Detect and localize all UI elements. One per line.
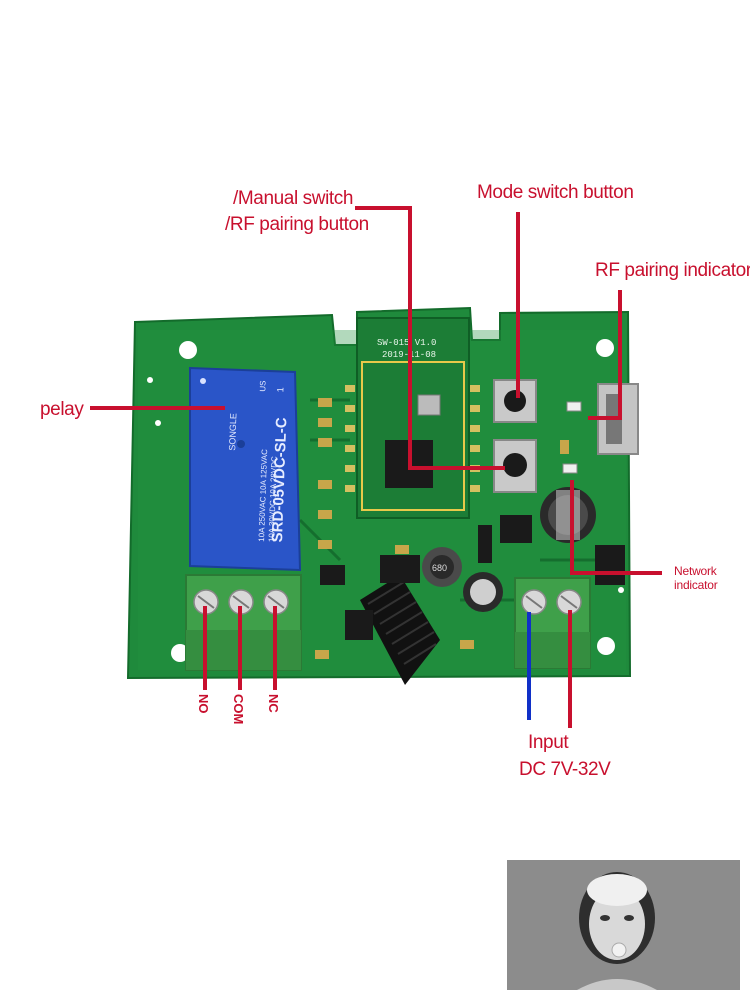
wifi-module: SW-015 V1.0 2019-11-08 [345, 317, 480, 519]
network-led [562, 463, 578, 474]
relay-label: pelay [40, 399, 84, 420]
network-indicator-label: Network [674, 564, 717, 578]
annotation-lines [90, 206, 662, 728]
inductor-marking: 680 [432, 563, 447, 573]
relay-rating-marking: 10A 30VDC 10A 28VDC [267, 456, 279, 542]
mount-hole [179, 341, 197, 359]
manual-switch-label: /Manual switch [233, 188, 354, 209]
input-label: Input [528, 732, 569, 753]
rf-pairing-pointer [588, 290, 622, 420]
smd-components [315, 398, 625, 659]
mount-hole [597, 637, 615, 655]
relay-rating-marking: 10A 250VAC 10A 125VAC [257, 449, 269, 542]
rf-pairing-led [566, 401, 582, 412]
mode-switch-label: Mode switch button [477, 182, 634, 203]
terminal-nc-label: NC [266, 694, 281, 713]
terminal-no-label: NO [196, 694, 211, 714]
network-indicator-label-line2: indicator [674, 578, 718, 592]
relay-pin-marking: 1 [275, 387, 285, 392]
module-id-marking: SW-015 V1.0 [377, 338, 436, 348]
rf-pairing-button-label: /RF pairing button [225, 214, 369, 235]
relay-cert-marking: US [258, 380, 267, 391]
rf-antenna-coil [360, 575, 440, 685]
input-terminal-block [514, 577, 591, 669]
portrait-photo [507, 860, 740, 990]
electrolytic-capacitor [463, 572, 503, 612]
relay-brand-marking: SONGLE [227, 413, 238, 451]
inductor: 680 [422, 547, 462, 587]
terminal-com-label: COM [231, 694, 246, 725]
rf-pairing-indicator-label: RF pairing indicator [595, 260, 750, 281]
electrolytic-capacitor [540, 487, 596, 543]
network-indicator-pointer [570, 480, 662, 575]
mount-hole [596, 339, 614, 357]
input-voltage-label: DC 7V-32V [519, 759, 611, 780]
mode-switch-tact-button [493, 379, 537, 423]
relay-model-marking: SRD-05VDC-SL-C [269, 417, 290, 543]
mount-hole [171, 644, 189, 662]
manual-switch-pointer [355, 206, 505, 470]
relay-component: SRD-05VDC-SL-C 10A 250VAC 10A 125VAC 10A… [189, 366, 302, 572]
